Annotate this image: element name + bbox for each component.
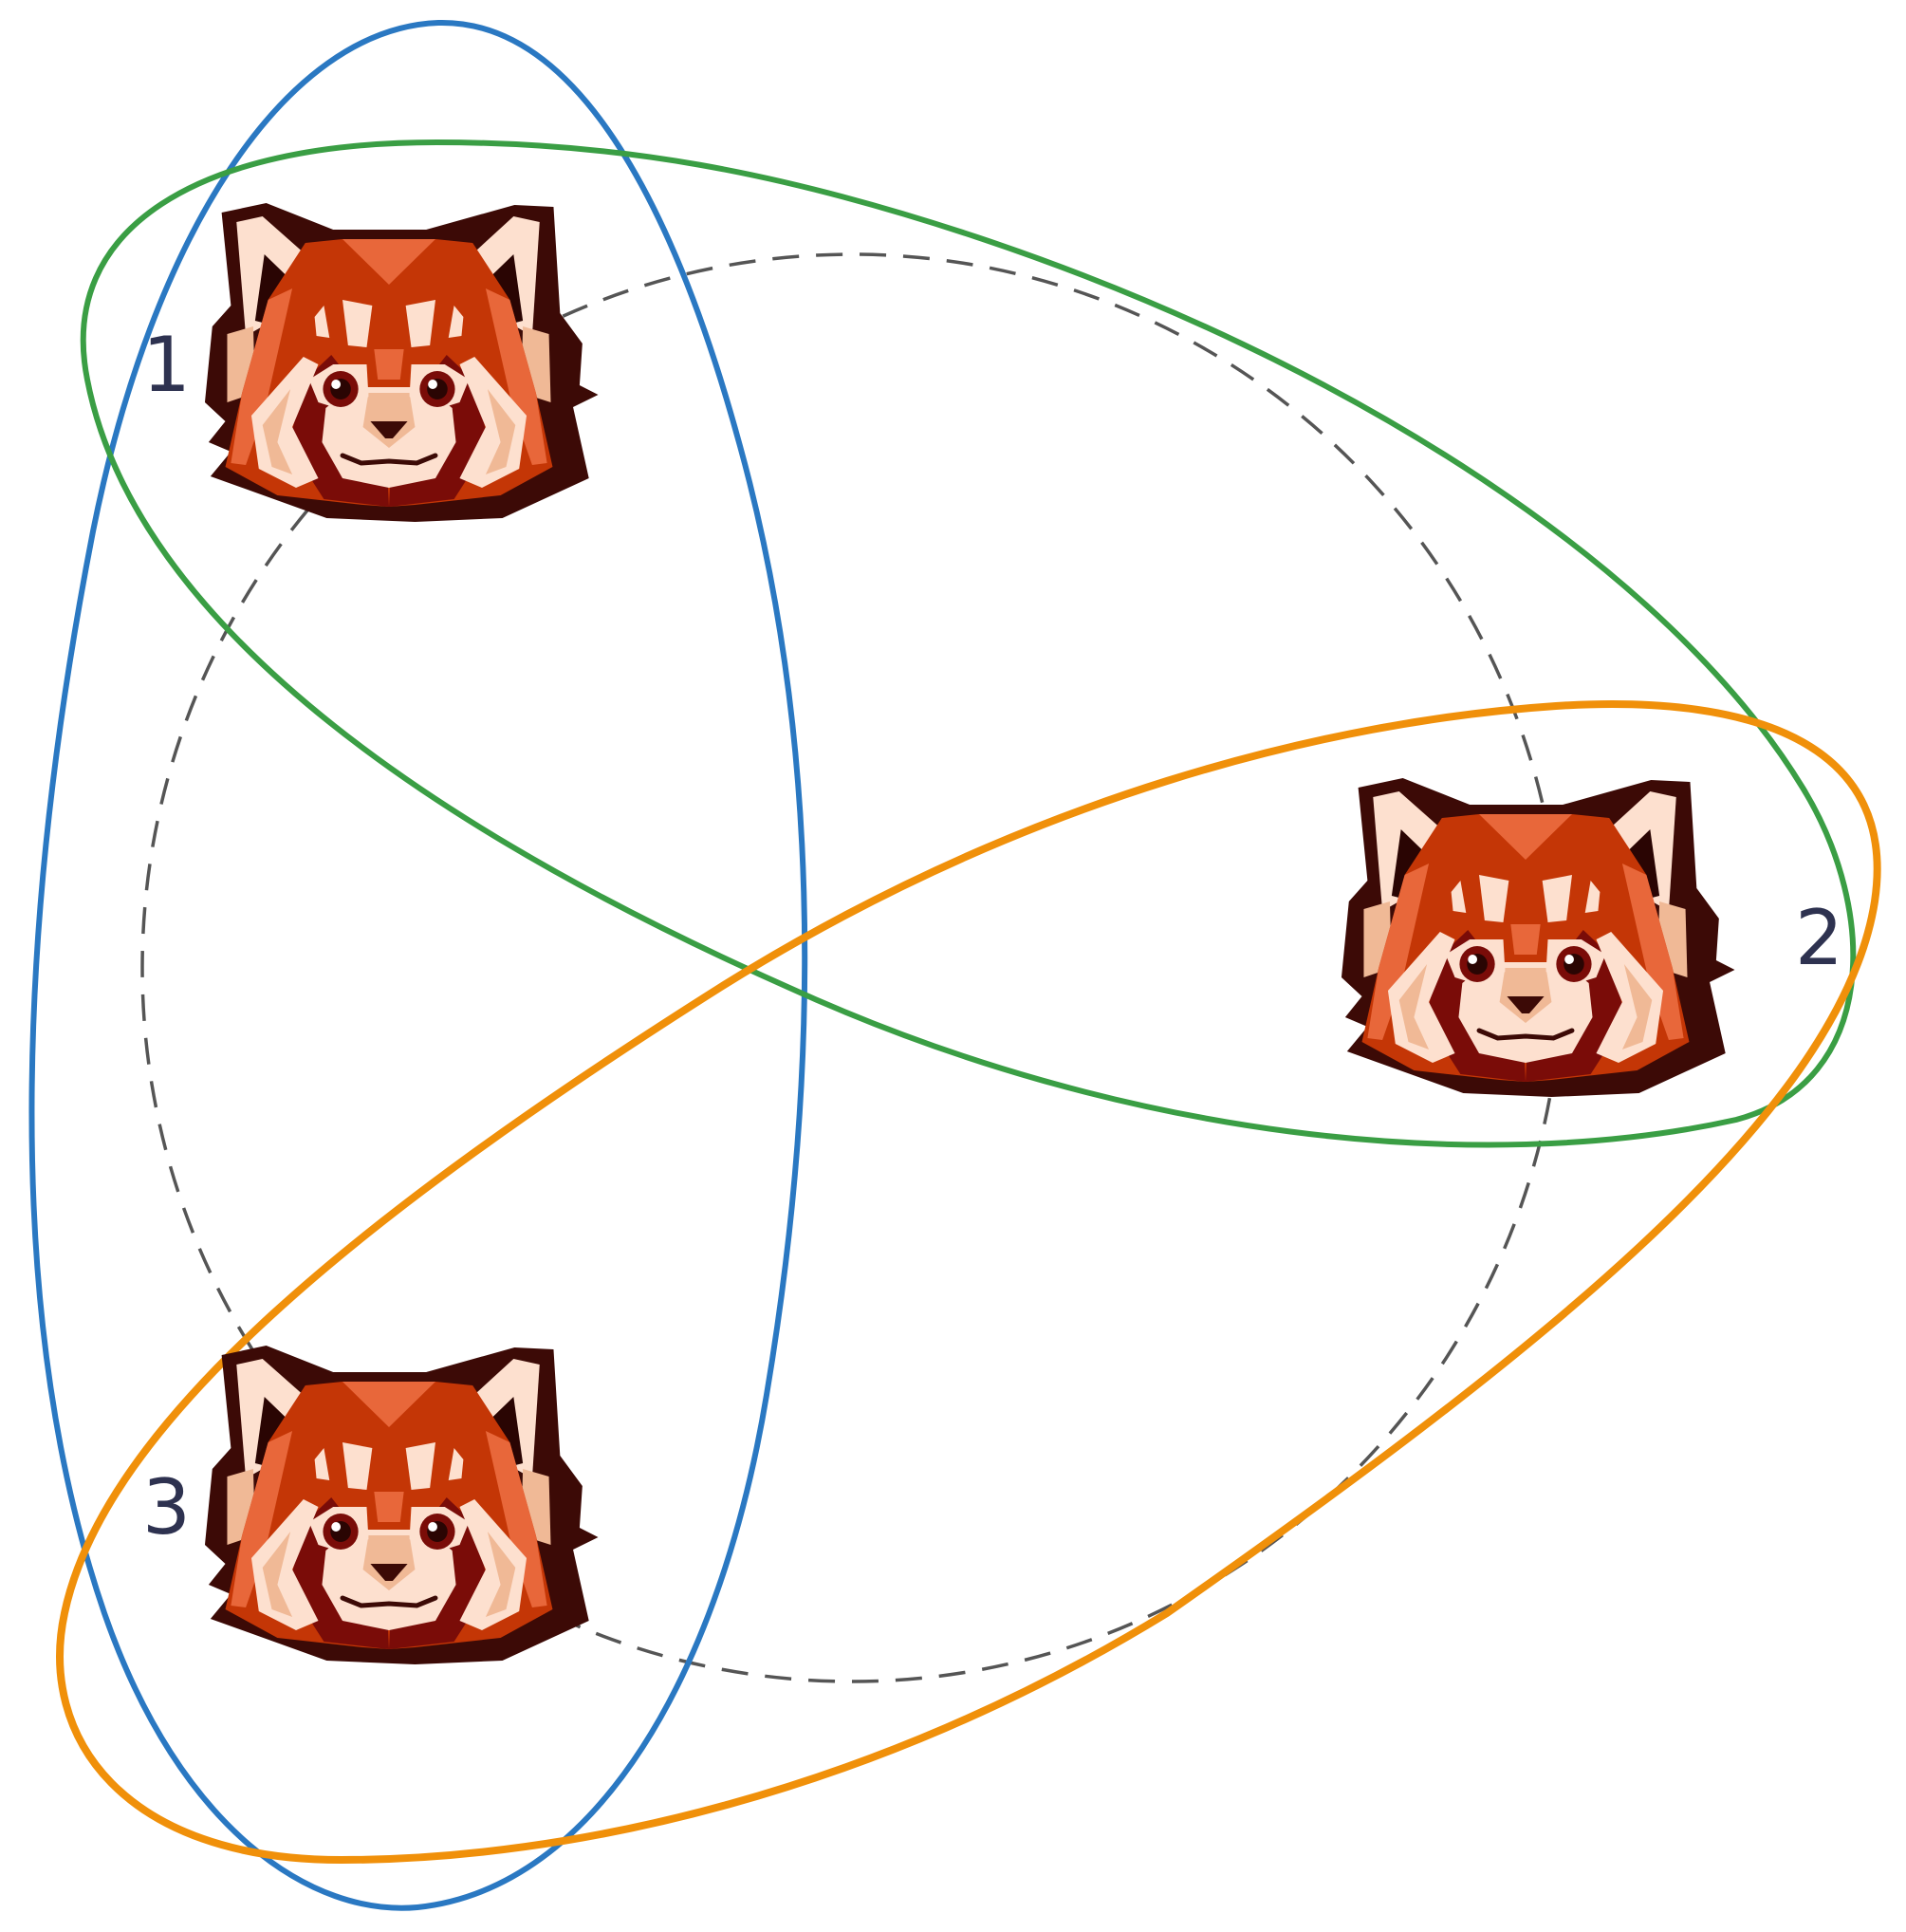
- red-panda-head-icon: [205, 203, 599, 522]
- red-panda-head-icon: [205, 1346, 599, 1664]
- node-1: 1: [142, 203, 599, 522]
- node-label: 1: [142, 321, 191, 409]
- grouping-loop-1-2: [80, 139, 1857, 1148]
- grouping-loop-2-3: [56, 700, 1881, 1865]
- node-label: 3: [142, 1463, 191, 1551]
- node-3: 3: [142, 1346, 599, 1664]
- red-panda-head-icon: [1342, 778, 1735, 1097]
- grouping-loop-1-3: [28, 19, 808, 1911]
- node-label: 2: [1795, 894, 1843, 982]
- node-2: 2: [1342, 778, 1843, 1097]
